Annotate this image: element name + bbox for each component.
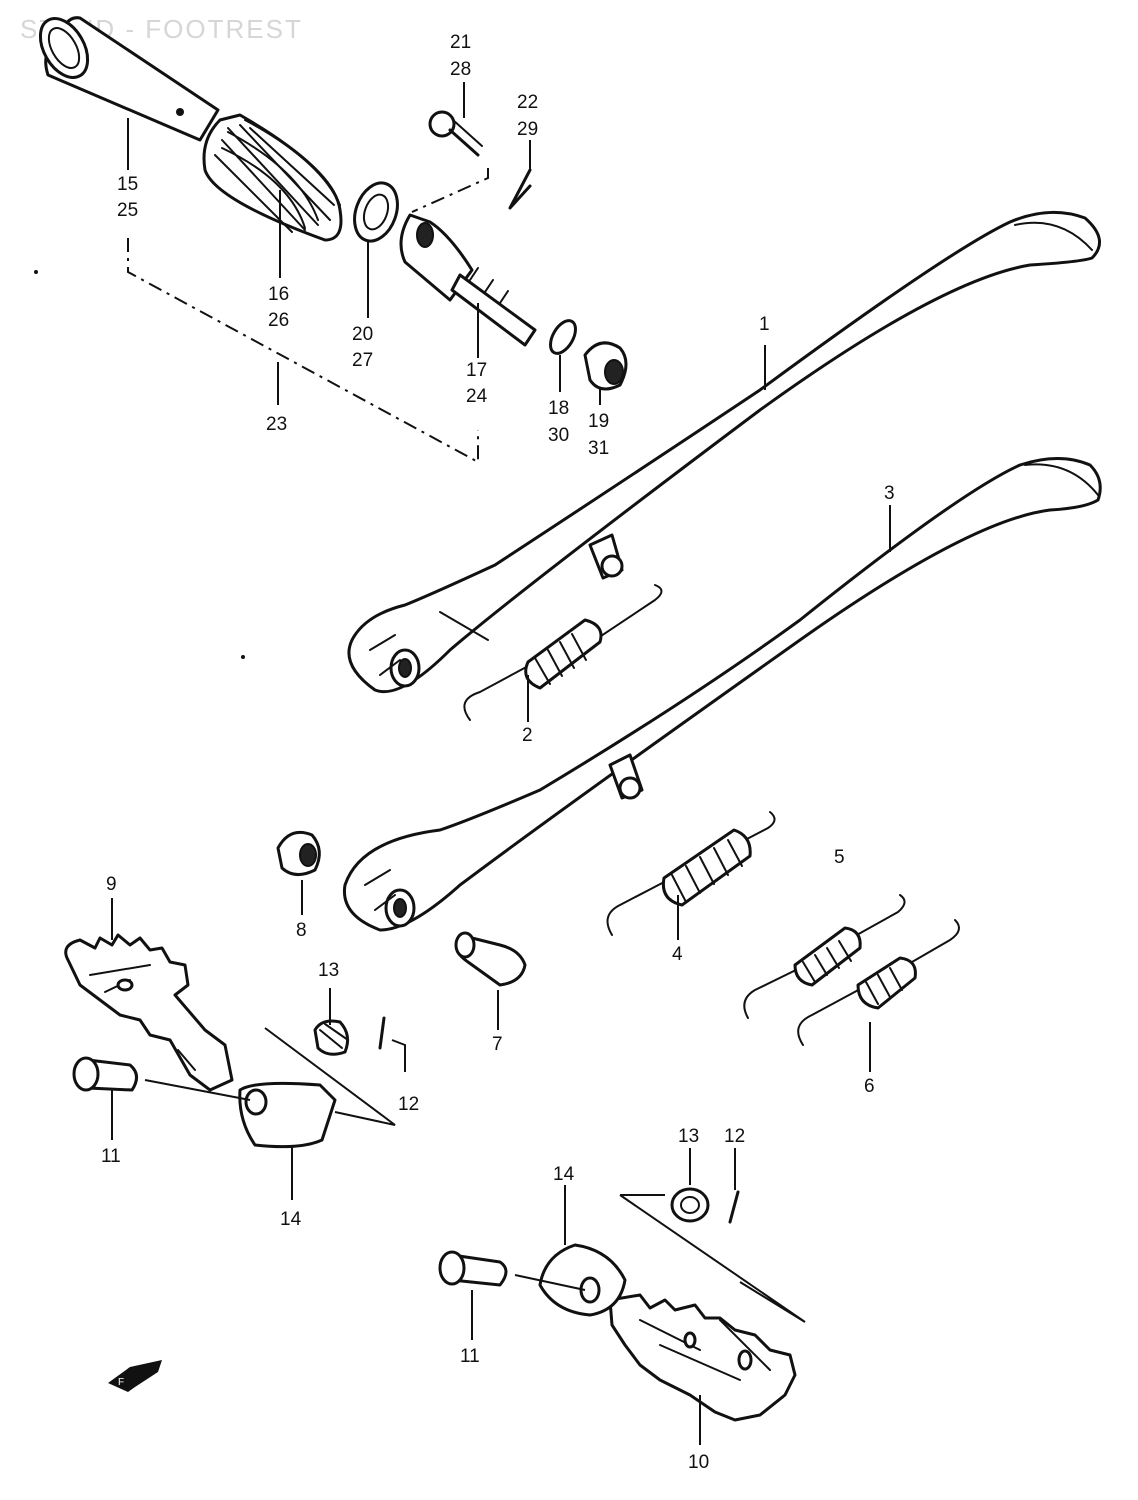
callout-13-left: 13 bbox=[318, 960, 339, 981]
pin-part-11-right bbox=[438, 1250, 508, 1287]
callout-8: 8 bbox=[296, 920, 307, 941]
callout-12-right: 12 bbox=[724, 1126, 745, 1147]
callout-24: 24 bbox=[466, 386, 488, 407]
svg-text:F: F bbox=[118, 1377, 124, 1388]
front-arrow-icon: F bbox=[108, 1360, 162, 1392]
footrest-part-10 bbox=[608, 1293, 797, 1422]
callout-16: 16 bbox=[268, 284, 289, 305]
callout-13-right: 13 bbox=[678, 1126, 699, 1147]
callout-11-left: 11 bbox=[101, 1146, 121, 1167]
callout-28: 28 bbox=[450, 59, 471, 80]
callout-26: 26 bbox=[268, 310, 289, 331]
callout-21: 21 bbox=[450, 32, 471, 53]
callout-30: 30 bbox=[548, 425, 569, 446]
callout-9: 9 bbox=[106, 874, 117, 895]
callout-2: 2 bbox=[522, 725, 533, 746]
callout-27: 27 bbox=[352, 350, 373, 371]
washer-part-18 bbox=[549, 319, 577, 355]
callout-19: 19 bbox=[588, 411, 609, 432]
callout-20: 20 bbox=[352, 324, 373, 345]
callout-23: 23 bbox=[266, 414, 287, 435]
nut-part-8 bbox=[276, 830, 321, 876]
callout-labels: 21 28 22 29 15 25 16 26 20 27 17 24 18 3… bbox=[101, 32, 895, 1473]
callout-11-right: 11 bbox=[460, 1346, 480, 1367]
callout-12-left: 12 bbox=[398, 1094, 419, 1115]
callout-5: 5 bbox=[834, 847, 845, 868]
callout-31: 31 bbox=[588, 438, 609, 459]
callout-15: 15 bbox=[117, 174, 138, 195]
footrest-part-9 bbox=[64, 933, 234, 1092]
callout-18: 18 bbox=[548, 398, 569, 419]
assembly-line bbox=[411, 168, 489, 213]
clip-part-22 bbox=[508, 168, 532, 210]
callout-17: 17 bbox=[466, 360, 487, 381]
spring-part-13-left bbox=[313, 1019, 350, 1056]
spring-part-6 bbox=[743, 894, 960, 1046]
nut-part-19 bbox=[583, 341, 628, 391]
callout-25: 25 bbox=[117, 200, 138, 221]
tube-part-15 bbox=[38, 16, 220, 142]
bracket-part-14-left bbox=[238, 1081, 337, 1149]
shaft-part-17 bbox=[399, 213, 537, 347]
callout-4: 4 bbox=[672, 944, 683, 965]
callout-7: 7 bbox=[492, 1034, 503, 1055]
pin-part-11-left bbox=[72, 1056, 138, 1092]
callout-6: 6 bbox=[864, 1076, 875, 1097]
cotter-pin-part-12-left bbox=[378, 1016, 386, 1050]
pin-part-21 bbox=[428, 110, 483, 157]
callout-14-right: 14 bbox=[553, 1164, 575, 1185]
assembly-bracket-23 bbox=[127, 238, 479, 464]
cotter-pin-part-12-right bbox=[728, 1190, 740, 1224]
grip-part-16 bbox=[202, 113, 343, 242]
spring-part-13-right bbox=[670, 1187, 710, 1223]
bolt-part-7 bbox=[454, 931, 527, 987]
spring-part-2 bbox=[463, 584, 663, 721]
callout-1: 1 bbox=[759, 314, 770, 335]
callout-10: 10 bbox=[688, 1452, 709, 1473]
side-stand-part-3 bbox=[342, 457, 1102, 932]
callout-14-left: 14 bbox=[280, 1209, 302, 1230]
side-stand-part-1 bbox=[347, 210, 1101, 694]
spring-part-4 bbox=[606, 811, 776, 936]
callout-29: 29 bbox=[517, 119, 538, 140]
callout-22: 22 bbox=[517, 92, 538, 113]
callout-3: 3 bbox=[884, 483, 895, 504]
washer-part-20 bbox=[353, 181, 399, 243]
bracket-part-14-right bbox=[538, 1243, 627, 1317]
